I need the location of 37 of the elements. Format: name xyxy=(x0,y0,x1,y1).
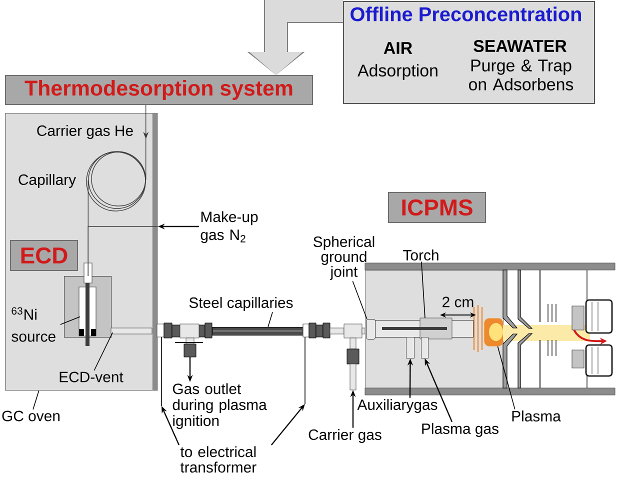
part-label: Auxiliarygas xyxy=(357,399,438,413)
leader-line xyxy=(94,332,113,371)
part-label: ECD-vent xyxy=(60,372,124,382)
leader-line xyxy=(497,346,516,410)
title-banner: Thermodesorption system xyxy=(5,75,313,105)
part-label: Steel capillaries xyxy=(189,297,293,311)
part-label: Plasma xyxy=(512,410,561,422)
leader-line xyxy=(60,316,80,325)
part-label: Plasma gas xyxy=(422,423,498,437)
part-label: to electrical transformer xyxy=(180,446,256,473)
gas-line xyxy=(88,226,158,276)
part-label: GC oven xyxy=(2,410,60,422)
part-label: Torch xyxy=(403,250,438,260)
leader-line xyxy=(268,312,273,328)
part-label: $^{63}$Ni source xyxy=(12,307,56,342)
torch xyxy=(375,318,474,340)
title-banner: ECD xyxy=(10,240,78,271)
method-text: Adsorption xyxy=(358,64,438,80)
part-label: Carrier gas xyxy=(308,429,382,443)
capillary-coil xyxy=(86,151,146,212)
gas-inlet xyxy=(406,337,414,358)
title-banner: ICPMS xyxy=(388,192,486,223)
part-label: Capillary xyxy=(18,174,76,188)
method-text: Purge & Trap on Adsorbens xyxy=(469,60,574,90)
part-label: Carrier gas He xyxy=(37,125,133,139)
spherical-joint xyxy=(366,319,376,340)
leader-line xyxy=(421,261,426,318)
leader-line xyxy=(352,280,368,320)
gas-inlet xyxy=(421,337,428,358)
leader-line xyxy=(32,390,40,410)
part-label: Gas outlet during plasma ignition xyxy=(172,383,267,429)
box-title: Offline Preconcentration xyxy=(350,6,581,22)
column-heading: SEAWATER xyxy=(474,40,567,52)
part-label: Spherical ground joint xyxy=(314,236,374,280)
dimension-label: 2 cm xyxy=(442,296,474,308)
part-label: Make-up gas N$_{2}$ xyxy=(200,211,258,244)
column-heading: AIR xyxy=(384,42,412,54)
